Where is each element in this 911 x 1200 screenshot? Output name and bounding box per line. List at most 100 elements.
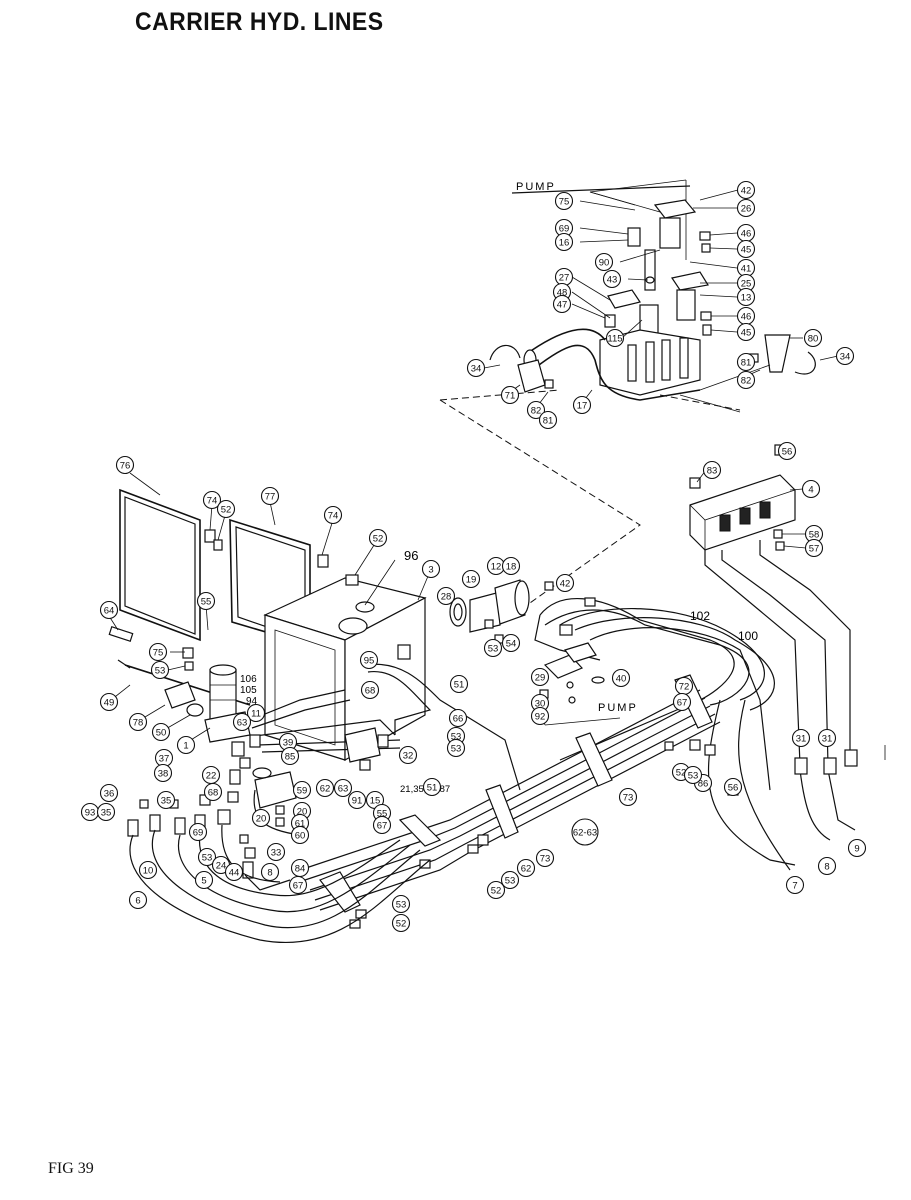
callout-c5: 5 [194, 870, 214, 890]
callout-c15: 15 [365, 790, 385, 810]
callout-c35b: 35 [156, 790, 176, 810]
callout-circle [736, 287, 756, 307]
callout-c8a: 8 [260, 862, 280, 882]
callout-number: 62 [320, 783, 331, 794]
callout-number: 25 [741, 278, 752, 289]
callout-number: 8 [267, 867, 272, 878]
callout-number: 69 [559, 223, 570, 234]
callout-c73a: 73 [618, 787, 638, 807]
callout-number: 38 [158, 768, 169, 779]
callout-number: 92 [535, 711, 546, 722]
callout-number: 35 [161, 795, 172, 806]
callout-c53b: 53 [150, 660, 170, 680]
callout-circle [224, 862, 244, 882]
callout-number: 49 [104, 697, 115, 708]
callout-c11: 11 [246, 703, 266, 723]
callout-c7: 7 [785, 875, 805, 895]
callout-number: 68 [365, 685, 376, 696]
callout-number: 20 [297, 806, 308, 817]
callout-c34b: 34 [835, 346, 855, 366]
callout-number: 63 [237, 717, 248, 728]
callout-circle [702, 460, 722, 480]
callout-number: 6 [135, 895, 140, 906]
callout-number: 35 [101, 807, 112, 818]
callout-circle [571, 818, 599, 846]
return-filter-fittings [449, 579, 554, 644]
callout-circle [372, 815, 392, 835]
callout-c63a: 63 [232, 712, 252, 732]
label-102: 102 [690, 609, 710, 623]
pump-label-mid: PUMP [598, 702, 638, 714]
callout-number: 62 [521, 863, 532, 874]
callout-number: 53 [451, 731, 462, 742]
callout-number: 73 [540, 853, 551, 864]
callout-number: 95 [364, 655, 375, 666]
callout-c32: 32 [398, 745, 418, 765]
callout-circle [803, 328, 823, 348]
callout-number: 32 [403, 750, 414, 761]
callout-number: 63 [338, 783, 349, 794]
callout-number: 55 [377, 808, 388, 819]
callout-number: 57 [809, 543, 820, 554]
callout-c49: 49 [99, 692, 119, 712]
callout-circle [446, 738, 466, 758]
pump-connection-dashed [439, 389, 741, 611]
callout-c80: 80 [803, 328, 823, 348]
callout-number: 39 [283, 737, 294, 748]
callout-number: 52 [373, 533, 384, 544]
callout-circle [202, 490, 222, 510]
callout-c73b: 73 [535, 848, 555, 868]
callout-circle [128, 890, 148, 910]
callout-circle [292, 780, 312, 800]
callout-number: 53 [396, 899, 407, 910]
callout-circle [251, 808, 271, 828]
callout-number: 8 [824, 861, 829, 872]
callout-c31a: 31 [791, 728, 811, 748]
callout-c54: 54 [501, 633, 521, 653]
callout-c84: 84 [290, 858, 310, 878]
callout-number: 67 [677, 697, 688, 708]
diagram-text-labels: PUMP PUMP 96 102 100 106 105 94 21,35,39… [240, 181, 758, 795]
callout-c51b: 51 [422, 777, 442, 797]
callout-circle [672, 692, 692, 712]
callout-number: 31 [796, 733, 807, 744]
hose-bundle-100-102 [534, 597, 886, 871]
callout-number: 30 [535, 698, 546, 709]
callout-circle [847, 838, 867, 858]
callout-circle [530, 706, 550, 726]
callout-c6263: 62-63 [571, 818, 599, 846]
callout-circle [736, 352, 756, 372]
callout-circle [360, 680, 380, 700]
callout-number: 53 [688, 770, 699, 781]
callout-number: 36 [104, 788, 115, 799]
callout-circle [422, 777, 442, 797]
callout-circle [466, 358, 486, 378]
callout-number: 3 [428, 564, 433, 575]
callout-number: 53 [505, 875, 516, 886]
callout-c95: 95 [359, 650, 379, 670]
callout-circle [605, 328, 625, 348]
callout-circle [150, 660, 170, 680]
callout-number: 40 [616, 673, 627, 684]
callout-circle [501, 633, 521, 653]
callout-number: 93 [85, 807, 96, 818]
callout-number: 46 [741, 228, 752, 239]
callout-c56b: 56 [723, 777, 743, 797]
callout-number: 27 [559, 272, 570, 283]
callout-number: 53 [202, 852, 213, 863]
callout-circle [785, 875, 805, 895]
callout-c77: 77 [260, 486, 280, 506]
callout-c3: 3 [421, 559, 441, 579]
callout-circle [526, 400, 546, 420]
callout-circle [555, 573, 575, 593]
carrier-hoses [129, 824, 431, 944]
callout-circle [391, 894, 411, 914]
callout-number: 56 [728, 782, 739, 793]
callout-circle [538, 410, 558, 430]
callout-c40: 40 [611, 668, 631, 688]
callout-c37: 37 [154, 748, 174, 768]
callout-number: 26 [741, 203, 752, 214]
callout-c82b: 82 [526, 400, 546, 420]
callout-c53e: 53 [683, 765, 703, 785]
callout-circle [736, 198, 756, 218]
